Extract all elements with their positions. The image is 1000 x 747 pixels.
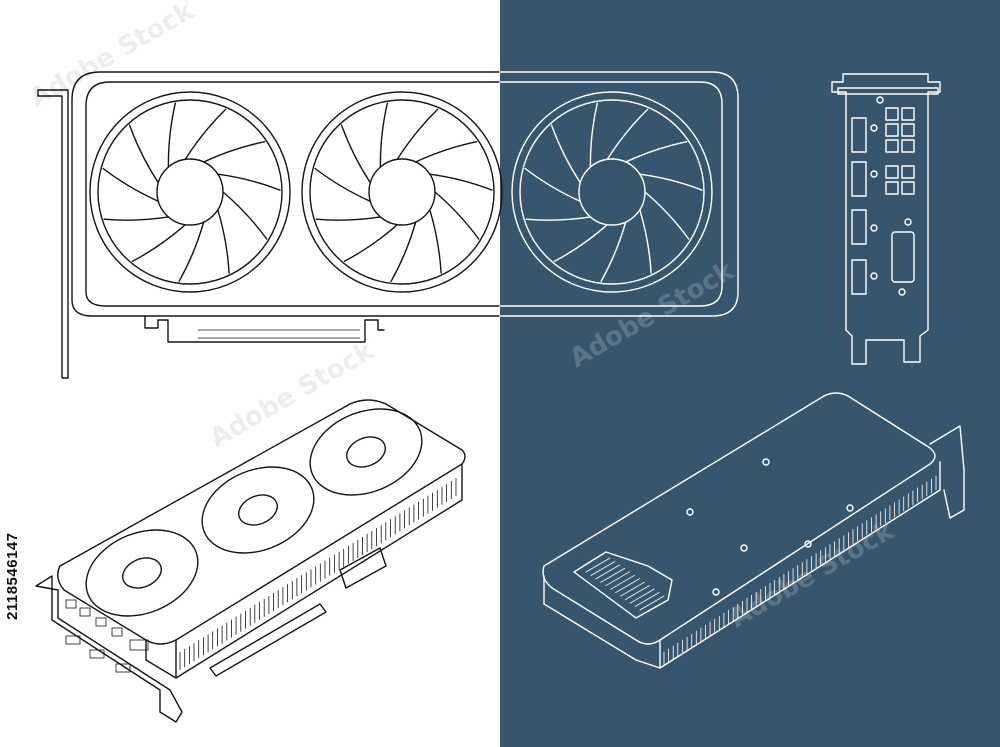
- iso-pcie: [209, 603, 327, 677]
- pcie-connector: [144, 315, 385, 343]
- front-shroud-left: [71, 71, 501, 317]
- fan-blade: [131, 224, 186, 262]
- fin-line: [634, 592, 660, 607]
- fin-line: [615, 578, 640, 594]
- fan-blade: [429, 209, 442, 274]
- fan-blade: [203, 141, 266, 163]
- iso-power-connector: [339, 547, 387, 589]
- fan-blade: [315, 216, 382, 221]
- fin-line: [605, 571, 630, 587]
- fan-blade: [102, 167, 159, 202]
- blueprint-panel: [500, 0, 1000, 747]
- fan-blade: [390, 221, 417, 282]
- fan-blade: [525, 216, 592, 221]
- fin-line: [595, 564, 621, 580]
- fin-line: [590, 561, 616, 576]
- backplate-screws: [686, 458, 854, 596]
- fan-blade: [167, 102, 176, 168]
- fin-line: [610, 574, 635, 590]
- fan-blade: [639, 209, 652, 274]
- front-view-card: [37, 71, 739, 379]
- fan-2: [301, 91, 503, 293]
- fan-blade: [396, 108, 439, 160]
- fan-blade: [128, 124, 159, 184]
- fan-blade: [429, 173, 493, 191]
- fan-blade: [178, 221, 205, 282]
- fan-blade: [217, 173, 281, 191]
- fan-blade: [222, 191, 268, 240]
- fan-blade: [589, 102, 598, 168]
- fan-blade: [550, 124, 581, 184]
- front-shroud-right: [499, 71, 739, 317]
- fin-line: [624, 585, 650, 600]
- fan-blade: [553, 224, 608, 262]
- fan-blade: [103, 216, 170, 221]
- fan-blade: [340, 124, 371, 184]
- backplate-vent-lines: [585, 557, 665, 611]
- fan-blade: [434, 191, 480, 240]
- stock-id-label: 2118546147: [4, 532, 21, 620]
- fan-blade: [217, 209, 230, 274]
- fin-line: [600, 568, 626, 583]
- fan-3: [511, 91, 713, 293]
- fan-blade: [606, 108, 649, 160]
- iso-io-bracket: [35, 575, 183, 723]
- screw-holes: [870, 96, 912, 296]
- iso-fan-3: [309, 408, 423, 496]
- io-bracket-outline: [831, 73, 941, 365]
- fan-blade: [314, 167, 371, 202]
- fan-blade: [644, 191, 690, 240]
- front-bracket: [37, 89, 69, 379]
- hdmi-ports: [851, 117, 867, 295]
- fan-blade: [625, 141, 688, 163]
- io-bracket-view: [831, 73, 941, 365]
- dvi-port: [891, 231, 915, 283]
- fin-line: [629, 588, 655, 604]
- pcie-pins: [198, 329, 360, 339]
- iso-ports: [65, 599, 149, 673]
- isometric-backplate-view: [542, 392, 965, 669]
- fan-blade: [343, 224, 398, 262]
- fin-line: [639, 595, 665, 611]
- fan-blade: [524, 167, 581, 202]
- fin-line: [620, 581, 645, 597]
- iso-heatsink-fins: [179, 478, 457, 670]
- fan-blade: [379, 102, 388, 168]
- isometric-fan-view: [35, 399, 466, 723]
- backplate-cutout: [573, 551, 673, 619]
- iso-backplate-top: [542, 392, 936, 645]
- fan-blade: [600, 221, 627, 282]
- iso-fan-2: [201, 466, 315, 554]
- fan-1: [89, 91, 291, 293]
- iso-fan-1: [85, 529, 199, 617]
- fin-line: [585, 557, 611, 573]
- iso-back-fins: [663, 475, 937, 667]
- fan-blade: [184, 108, 227, 160]
- iso-back-bracket: [929, 425, 965, 519]
- fan-blade: [415, 141, 478, 163]
- fan-blade: [639, 173, 703, 191]
- vent-grid: [885, 107, 915, 195]
